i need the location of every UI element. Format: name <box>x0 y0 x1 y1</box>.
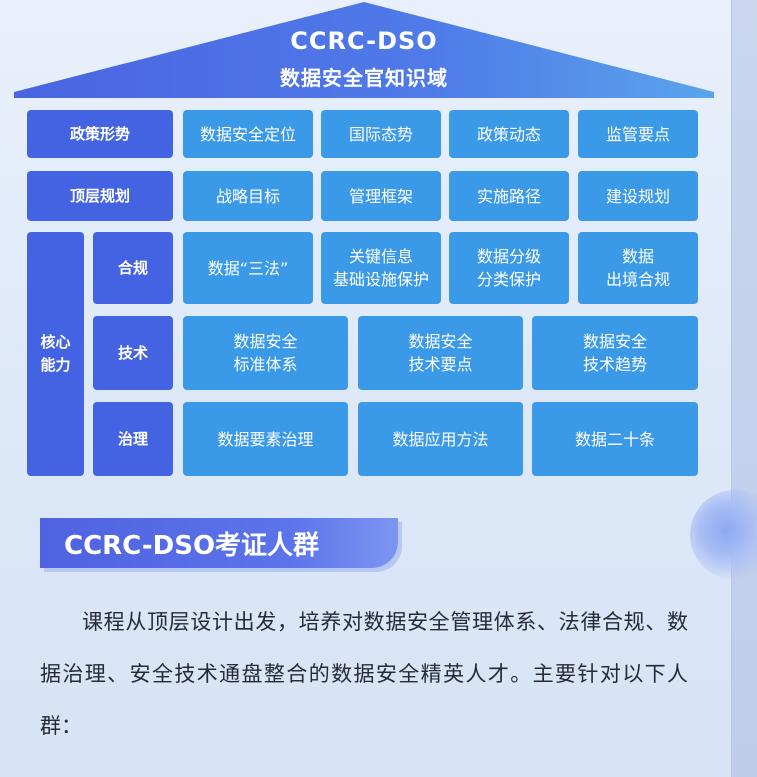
item-top-3: 实施路径 <box>449 171 569 221</box>
item-governance-1: 数据要素治理 <box>183 402 348 476</box>
sub-label-compliance: 合规 <box>93 232 173 304</box>
item-top-1: 战略目标 <box>183 171 313 221</box>
item-policy-3: 政策动态 <box>449 110 569 158</box>
item-policy-2: 国际态势 <box>321 110 441 158</box>
section-badge-audience: CCRC-DSO考证人群 <box>40 518 398 568</box>
item-policy-1: 数据安全定位 <box>183 110 313 158</box>
item-top-2: 管理框架 <box>321 171 441 221</box>
item-technology-3: 数据安全 技术趋势 <box>532 316 698 390</box>
roof-banner <box>14 2 714 98</box>
item-compliance-1: 数据“三法” <box>183 232 313 304</box>
item-compliance-3: 数据分级 分类保护 <box>449 232 569 304</box>
item-compliance-2: 关键信息 基础设施保护 <box>321 232 441 304</box>
decorative-orb <box>690 490 757 580</box>
sub-label-technology: 技术 <box>93 316 173 390</box>
item-governance-2: 数据应用方法 <box>358 402 523 476</box>
knowledge-title: 数据安全官知识域 <box>280 66 448 90</box>
audience-description: 课程从顶层设计出发，培养对数据安全管理体系、法律合规、数据治理、安全技术通盘整合… <box>40 610 688 738</box>
item-technology-1: 数据安全 标准体系 <box>183 316 348 390</box>
item-top-4: 建设规划 <box>578 171 698 221</box>
knowledge-title-code: CCRC-DSO <box>290 27 438 55</box>
row-label-policy: 政策形势 <box>27 110 173 158</box>
row-label-top-planning: 顶层规划 <box>27 171 173 221</box>
sub-label-governance: 治理 <box>93 402 173 476</box>
item-technology-2: 数据安全 技术要点 <box>358 316 523 390</box>
item-compliance-4: 数据 出境合规 <box>578 232 698 304</box>
item-policy-4: 监管要点 <box>578 110 698 158</box>
item-governance-3: 数据二十条 <box>532 402 698 476</box>
right-edge-strip <box>731 0 757 777</box>
row-label-core-capability: 核心 能力 <box>27 232 84 476</box>
